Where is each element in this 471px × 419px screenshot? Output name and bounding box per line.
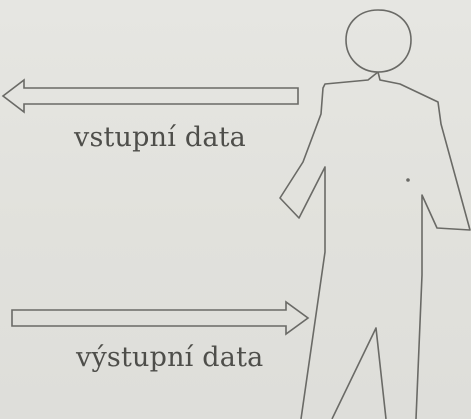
torso-dot [406, 178, 410, 182]
input-arrow-icon [1, 78, 299, 114]
figure-head [345, 9, 412, 73]
output-data-label: výstupní data [76, 342, 264, 373]
human-figure-outline-icon [279, 9, 471, 419]
output-arrow-icon [11, 300, 310, 336]
figure-body [279, 71, 471, 419]
input-data-label: vstupní data [74, 122, 246, 153]
